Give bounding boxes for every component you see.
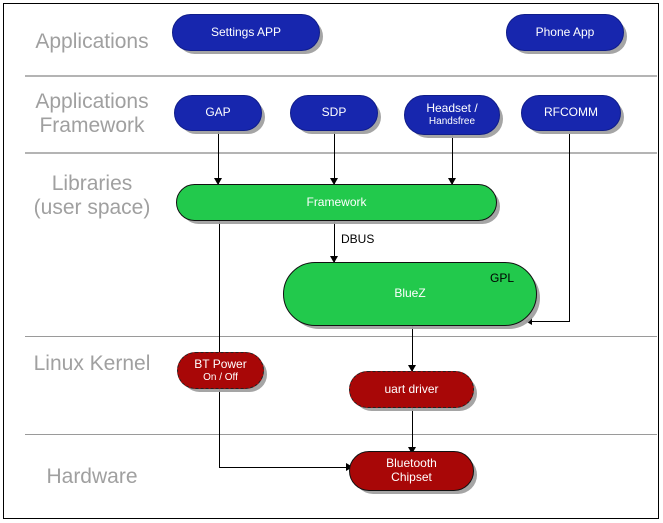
edge-bluez-to-uart-arrow xyxy=(408,365,416,372)
node-phone-app[interactable]: Phone App xyxy=(506,14,624,51)
edge-label-dbus: DBUS xyxy=(341,232,375,246)
node-gap-label: GAP xyxy=(205,105,231,120)
node-headset-handsfree-label-line2: Handsfree xyxy=(428,116,476,128)
layer-label-applications-framework: Applications Framework xyxy=(35,90,149,137)
node-framework-label: Framework xyxy=(306,194,367,209)
node-uart-driver-label: uart driver xyxy=(384,381,439,396)
layer-label-linux-kernel: Linux Kernel xyxy=(33,352,151,375)
node-uart-driver[interactable]: uart driver xyxy=(349,371,474,408)
node-bluetooth-chipset-label-line2: Chipset xyxy=(391,470,432,484)
node-bluez-license-tag: GPL xyxy=(489,271,514,285)
edge-rfcomm-to-bluez-hline xyxy=(532,321,570,322)
node-headset-handsfree-label-line1: Headset / xyxy=(426,101,478,116)
edge-uart-to-chipset-line xyxy=(412,408,413,452)
edge-sdp-to-framework-arrow xyxy=(330,178,338,185)
node-settings-app-label: Settings APP xyxy=(210,24,282,39)
node-sdp[interactable]: SDP xyxy=(290,95,378,131)
node-sdp-label: SDP xyxy=(321,105,347,120)
node-headset-handsfree[interactable]: Headset / Handsfree xyxy=(404,95,500,135)
node-bt-power-label-line1: BT Power xyxy=(194,356,247,371)
separator-libraries xyxy=(25,336,657,337)
separator-linux-kernel xyxy=(25,434,657,435)
separator-applications-framework xyxy=(25,152,657,154)
edge-gap-to-framework-line xyxy=(218,130,219,184)
edge-headset-to-framework-arrow xyxy=(448,178,456,185)
layer-label-libraries: Libraries (user space) xyxy=(33,172,151,219)
node-phone-app-label: Phone App xyxy=(535,24,595,39)
edge-rfcomm-to-bluez-vline xyxy=(569,134,570,322)
edge-headset-to-framework-line xyxy=(452,134,453,184)
node-bluez[interactable]: GPL BlueZ xyxy=(283,262,537,326)
edge-framework-to-bluez-line xyxy=(334,221,335,262)
node-rfcomm-label: RFCOMM xyxy=(544,105,598,120)
node-bluetooth-chipset-label-line1: Bluetooth xyxy=(386,456,437,471)
node-bluez-label: BlueZ xyxy=(394,286,426,301)
edge-bluez-to-uart-line xyxy=(412,326,413,371)
node-bt-power[interactable]: BT Power On / Off xyxy=(177,352,264,389)
node-framework[interactable]: Framework xyxy=(176,184,497,221)
edge-gap-to-chipset-hline xyxy=(219,467,350,468)
edge-gap-to-chipset-vline xyxy=(219,221,220,467)
edge-framework-to-bluez-arrow xyxy=(330,256,338,263)
node-rfcomm[interactable]: RFCOMM xyxy=(521,95,621,131)
edge-gap-to-framework-arrow xyxy=(214,178,222,185)
edge-sdp-to-framework-line xyxy=(334,130,335,184)
edge-rfcomm-to-bluez-arrow xyxy=(525,317,532,325)
layer-label-applications: Applications xyxy=(35,30,149,53)
layer-label-hardware: Hardware xyxy=(46,465,138,488)
separator-applications xyxy=(25,75,657,77)
node-settings-app[interactable]: Settings APP xyxy=(172,14,320,51)
node-gap[interactable]: GAP xyxy=(174,95,262,131)
node-bt-power-label-line2: On / Off xyxy=(203,371,238,383)
node-bluetooth-chipset[interactable]: Bluetooth Chipset xyxy=(349,451,474,491)
